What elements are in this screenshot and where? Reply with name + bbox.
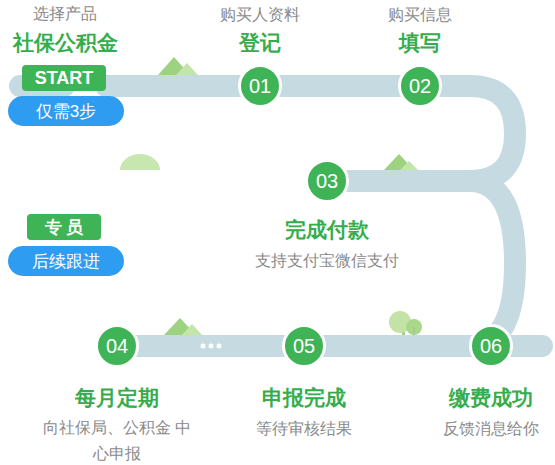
tree-trunk bbox=[413, 327, 415, 335]
step-circle: 06 bbox=[469, 324, 513, 368]
mountain bbox=[400, 161, 418, 170]
road-dot bbox=[192, 179, 197, 184]
road-connector bbox=[139, 335, 282, 357]
step-number: 02 bbox=[409, 75, 431, 98]
road-connector bbox=[282, 75, 398, 97]
step-number: 01 bbox=[249, 75, 271, 98]
road-connector bbox=[326, 335, 469, 357]
step-circle: 04 bbox=[95, 324, 139, 368]
step-note: 购买人资料 bbox=[200, 4, 320, 25]
road-connector bbox=[106, 75, 238, 97]
step-badge: 专 员 bbox=[27, 214, 101, 240]
badge-text: START bbox=[35, 68, 94, 89]
step-title: 缴费成功 bbox=[431, 384, 551, 411]
step-badge: 仅需3步 bbox=[8, 96, 124, 126]
step-circle: 02 bbox=[398, 64, 442, 108]
step-circle: 05 bbox=[282, 324, 326, 368]
step-title: 社保公积金 bbox=[3, 29, 127, 56]
mountain bbox=[176, 63, 198, 75]
step-title: 申报完成 bbox=[234, 384, 374, 411]
tree bbox=[406, 319, 422, 335]
step-number: 05 bbox=[293, 335, 315, 358]
step-title: 填写 bbox=[370, 29, 470, 56]
step-number: 03 bbox=[316, 170, 338, 193]
badge-text: 仅需3步 bbox=[36, 100, 96, 123]
hill bbox=[120, 154, 160, 170]
badge-text: 专 员 bbox=[45, 216, 84, 239]
step-number: 04 bbox=[106, 335, 128, 358]
road-dot bbox=[184, 179, 189, 184]
road-dot bbox=[217, 344, 222, 349]
step-note: 反馈消息给你 bbox=[435, 418, 547, 439]
step-title: 每月定期 bbox=[47, 384, 187, 411]
road-dot bbox=[201, 344, 206, 349]
step-title: 登记 bbox=[210, 29, 310, 56]
step-number: 06 bbox=[480, 335, 502, 358]
step-note: 选择产品 bbox=[5, 3, 125, 24]
mountain bbox=[182, 324, 202, 335]
step-circle: 03 bbox=[305, 159, 349, 203]
step-note: 等待审核结果 bbox=[239, 418, 369, 439]
step-note: 向社保局、公积金 中心申报 bbox=[41, 415, 193, 465]
badge-text: 后续跟进 bbox=[32, 250, 100, 273]
road-connector bbox=[139, 181, 515, 346]
step-note: 支持支付宝微信支付 bbox=[239, 250, 415, 271]
step-badge: START bbox=[22, 65, 106, 91]
step-title: 完成付款 bbox=[257, 216, 397, 243]
road-dot bbox=[209, 344, 214, 349]
step-note: 购买信息 bbox=[365, 4, 475, 25]
step-badge: 后续跟进 bbox=[8, 246, 124, 276]
step-circle: 01 bbox=[238, 64, 282, 108]
road-dot bbox=[176, 179, 181, 184]
